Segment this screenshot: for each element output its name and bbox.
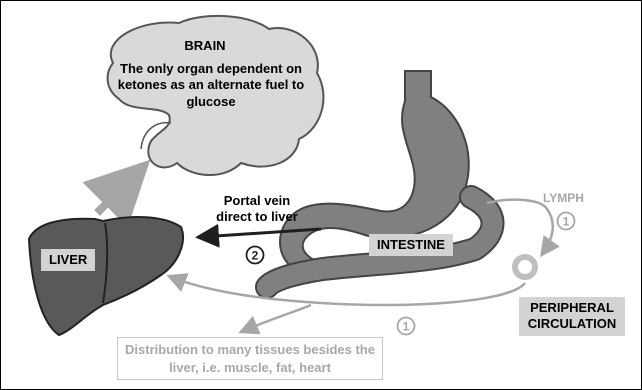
- portal-step-number: 2: [252, 249, 259, 263]
- brain-description: The only organ dependent on ketones as a…: [111, 61, 311, 110]
- distribution-step-number: 1: [403, 320, 410, 334]
- distribution-arrow: [243, 305, 311, 331]
- distribution-label: Distribution to many tissues besides the…: [117, 337, 383, 380]
- return-to-liver-arrow: [171, 277, 525, 305]
- circulation-ring: [515, 257, 535, 277]
- intestine-label: INTESTINE: [369, 234, 453, 256]
- lymph-label: LYMPH: [543, 191, 584, 206]
- portal-vein-label: Portal vein direct to liver: [205, 193, 309, 226]
- lymph-step-number: 1: [563, 215, 570, 229]
- liver-label: LIVER: [41, 249, 95, 271]
- brain-title: BRAIN: [179, 38, 231, 54]
- liver-to-brain-arrow: [97, 171, 139, 213]
- peripheral-circulation-label: PERIPHERAL CIRCULATION: [519, 297, 625, 336]
